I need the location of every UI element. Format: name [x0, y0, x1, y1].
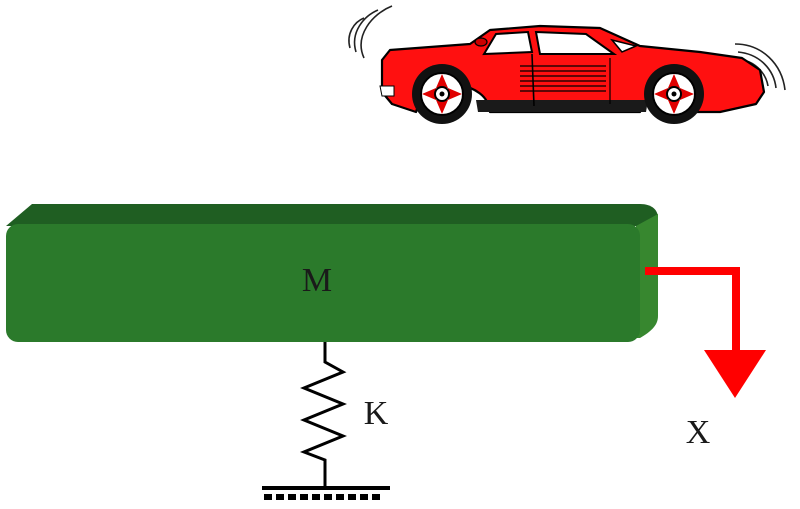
- car-wheel-front: [412, 64, 472, 124]
- displacement-arrow: [645, 267, 766, 398]
- displacement-label: X: [686, 414, 711, 451]
- mass-label: M: [302, 262, 332, 299]
- mass-block-front-face: [6, 224, 640, 342]
- car-window-front: [482, 30, 534, 56]
- car-wheel-rear: [644, 64, 704, 124]
- car-window-rear: [534, 30, 618, 55]
- fixed-ground-hatch-icon: [262, 486, 390, 500]
- sports-car-icon: [348, 5, 786, 124]
- motion-lines-left: [348, 5, 393, 59]
- mass-block: [6, 204, 658, 342]
- car-side-strakes: [520, 65, 606, 92]
- spring: [299, 342, 347, 487]
- spring-constant-label: K: [364, 395, 389, 432]
- mass-block-top-face: [6, 204, 658, 226]
- mass-block-side-face: [636, 214, 658, 338]
